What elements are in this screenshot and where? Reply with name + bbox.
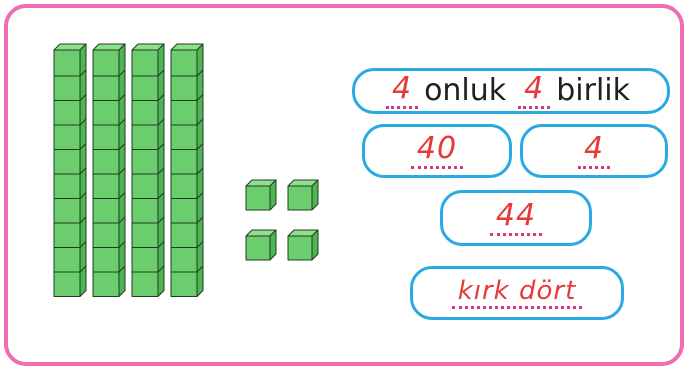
unit-cube — [246, 230, 276, 260]
tens-rod — [54, 44, 86, 297]
tens-rod — [171, 44, 203, 297]
ones-value-blank: 4 — [578, 134, 610, 169]
rod-cube — [54, 44, 86, 76]
unit-cube — [246, 180, 276, 210]
tens-count-answer: 4 — [392, 74, 412, 104]
rod-cube — [132, 44, 164, 76]
unit-cube — [288, 180, 318, 210]
rod-cube — [171, 44, 203, 76]
unit-cube — [288, 230, 318, 260]
ones-count-blank: 4 — [518, 74, 550, 109]
tens-ones-box: 4 onluk 4 birlik — [352, 68, 670, 114]
tens-value-box: 40 — [362, 124, 512, 178]
tens-word: onluk — [418, 76, 512, 106]
tens-value-blank: 40 — [411, 134, 463, 169]
words-box: kırk dört — [410, 266, 624, 320]
ones-value-box: 4 — [520, 124, 668, 178]
total-blank: 44 — [490, 201, 542, 236]
total-answer: 44 — [496, 201, 536, 231]
ones-value-answer: 4 — [584, 134, 604, 164]
total-box: 44 — [440, 190, 592, 246]
ones-count-answer: 4 — [524, 74, 544, 104]
rod-cube — [93, 44, 125, 76]
tens-value-answer: 40 — [417, 134, 457, 164]
ones-word: birlik — [550, 76, 636, 106]
words-blank: kırk dört — [452, 278, 583, 309]
tens-rod — [132, 44, 164, 297]
tens-rod — [93, 44, 125, 297]
words-answer: kırk dört — [458, 278, 577, 304]
tens-count-blank: 4 — [386, 74, 418, 109]
